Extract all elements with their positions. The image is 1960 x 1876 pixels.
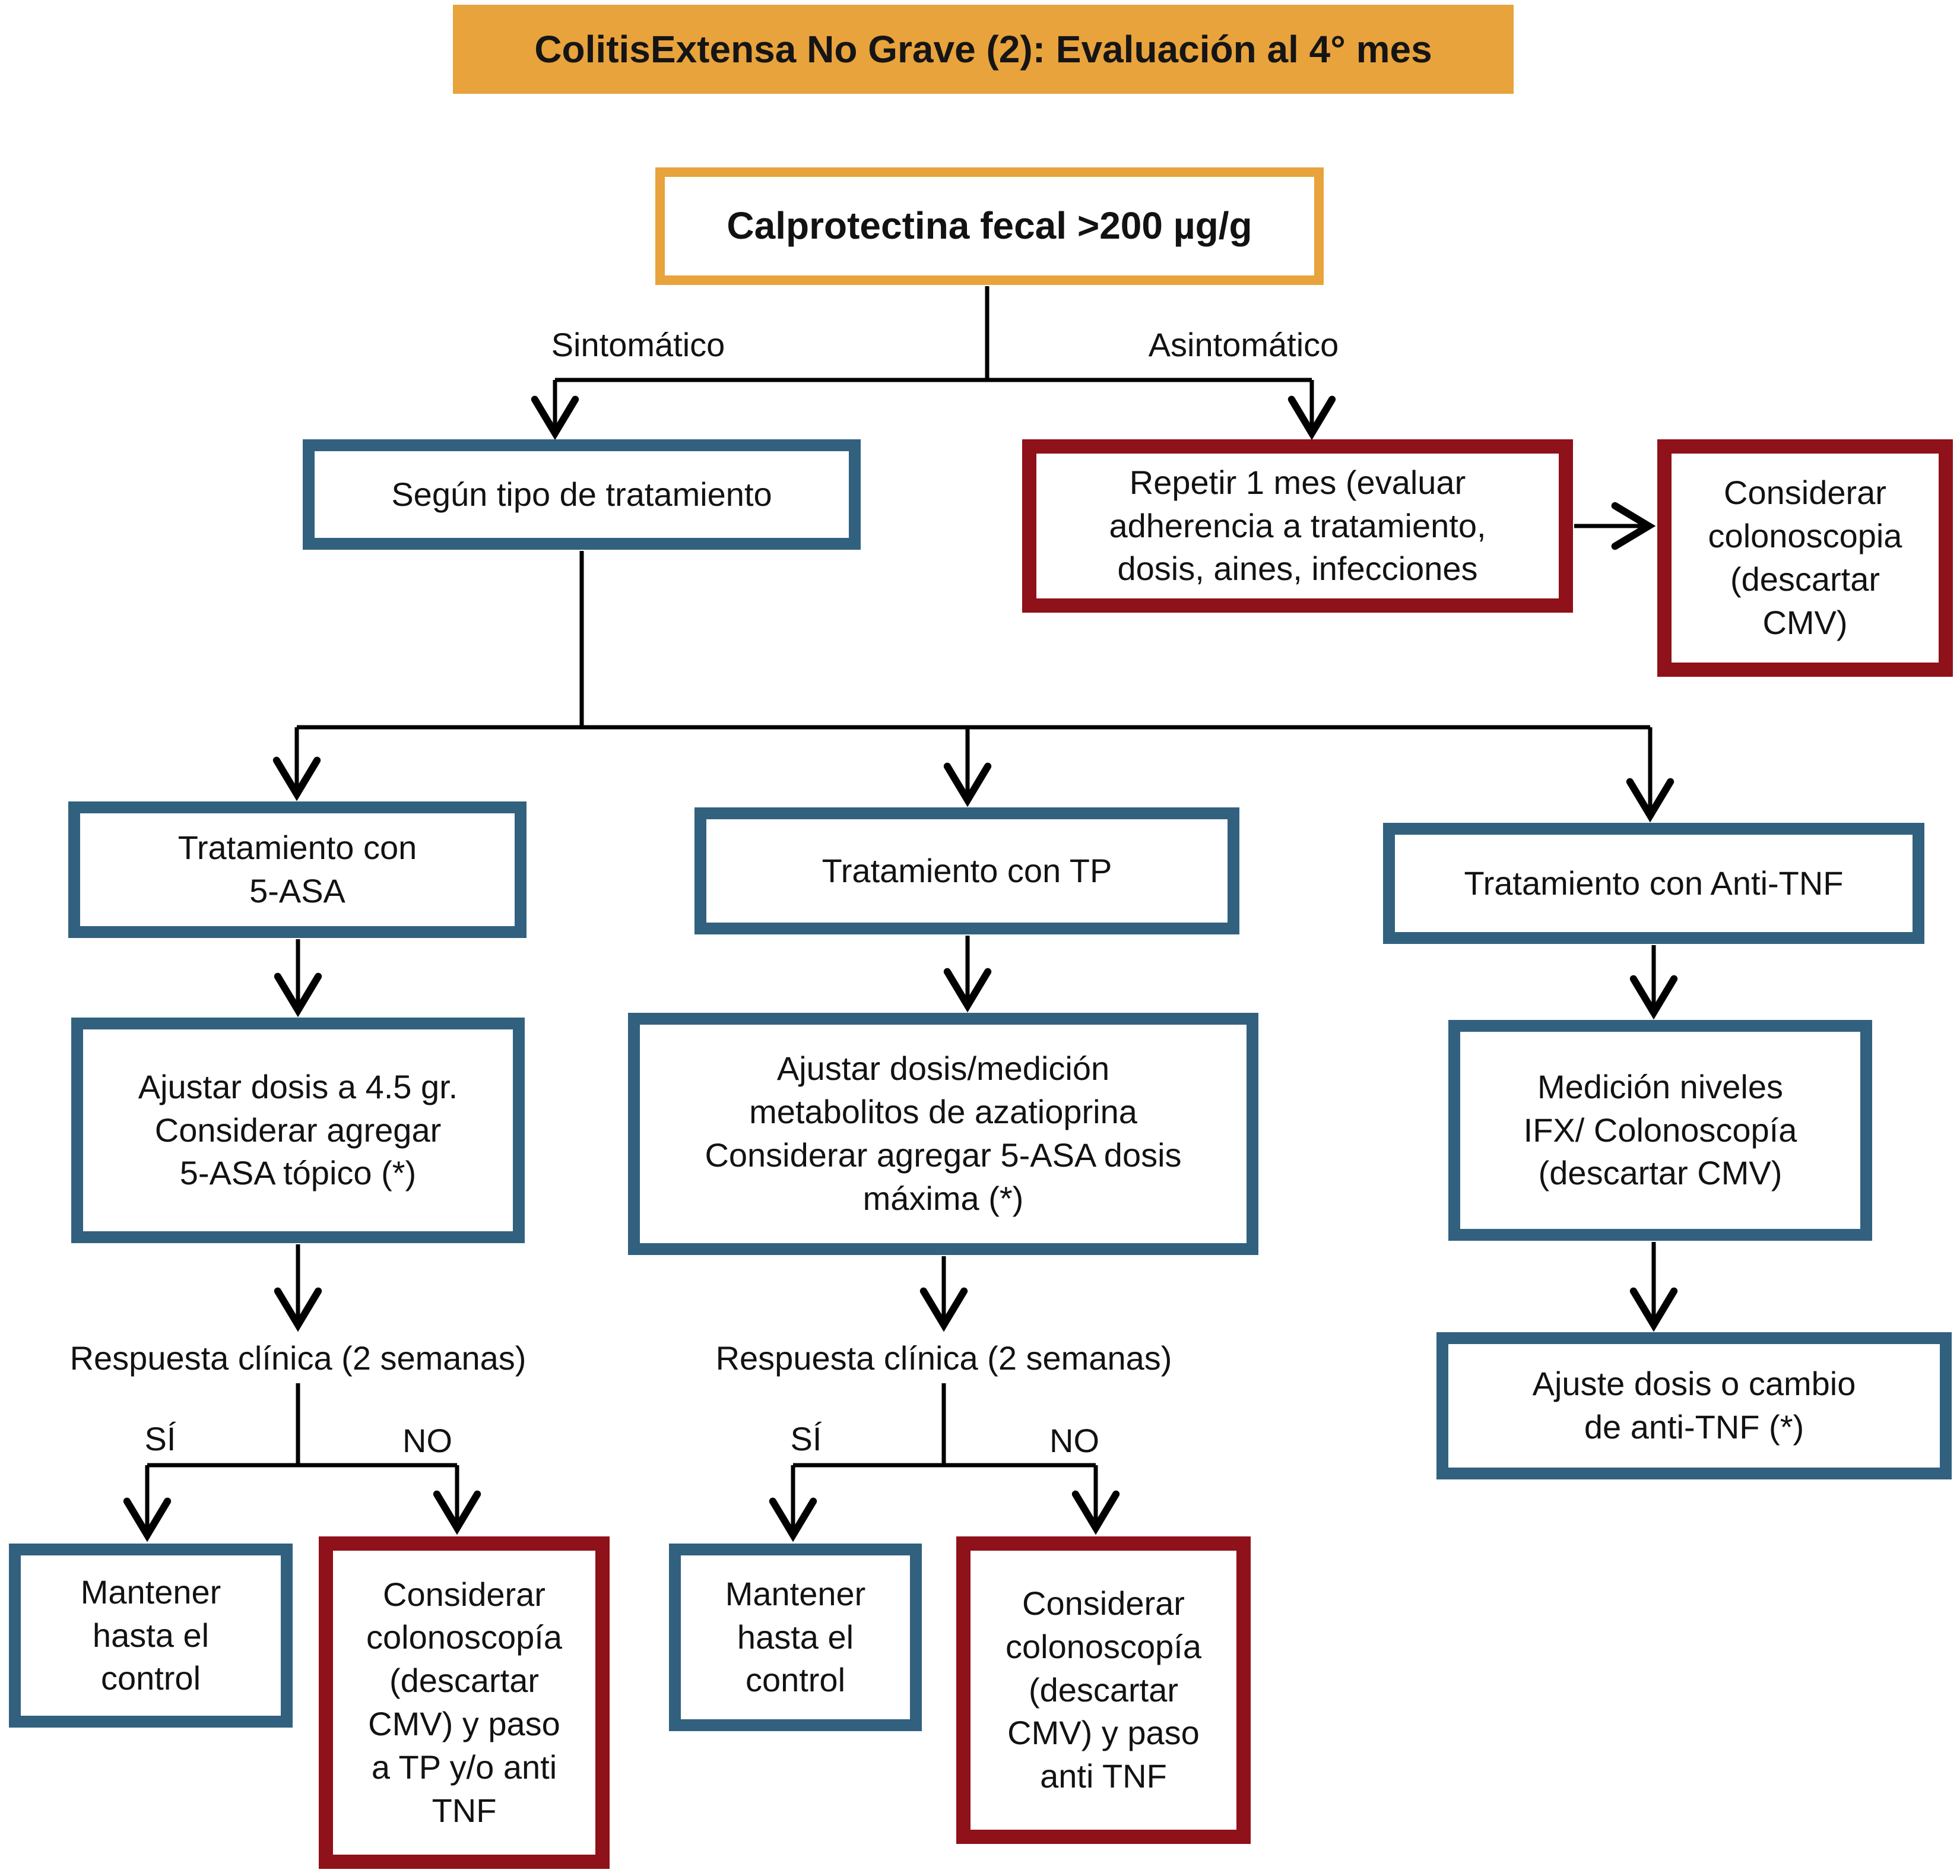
- node-calprotectina: Calprotectina fecal >200 µg/g: [655, 167, 1324, 285]
- page-title: ColitisExtensa No Grave (2): Evaluación …: [453, 5, 1514, 94]
- branch-label-sintomatico: Sintomático: [551, 325, 725, 363]
- label-si-5asa: SÍ: [144, 1419, 176, 1457]
- node-colonoscopia-paso-tp-antitnf: Considerar colonoscopía (descartar CMV) …: [319, 1536, 610, 1869]
- node-segun-tipo-tratamiento: Según tipo de tratamiento: [303, 439, 861, 550]
- label-si-tp: SÍ: [790, 1419, 822, 1457]
- branch-label-asintomatico: Asintomático: [1148, 325, 1339, 363]
- node-mantener-control-5asa: Mantener hasta el control: [9, 1544, 293, 1728]
- label-no-tp: NO: [1049, 1421, 1099, 1459]
- node-repetir-1-mes: Repetir 1 mes (evaluar adherencia a trat…: [1022, 439, 1573, 613]
- node-tratamiento-5asa: Tratamiento con 5-ASA: [68, 801, 527, 938]
- node-ajustar-dosis-tp: Ajustar dosis/medición metabolitos de az…: [628, 1013, 1258, 1255]
- node-colonoscopia-paso-antitnf: Considerar colonoscopía (descartar CMV) …: [956, 1536, 1251, 1844]
- node-ajustar-dosis-5asa: Ajustar dosis a 4.5 gr. Considerar agreg…: [71, 1018, 525, 1243]
- node-tratamiento-tp: Tratamiento con TP: [694, 807, 1239, 934]
- label-no-5asa: NO: [402, 1421, 452, 1459]
- question-respuesta-clinica-tp: Respuesta clínica (2 semanas): [715, 1339, 1172, 1377]
- node-ajuste-dosis-cambio-antitnf: Ajuste dosis o cambio de anti-TNF (*): [1436, 1332, 1952, 1479]
- node-considerar-colonoscopia-cmv: Considerar colonoscopia (descartar CMV): [1657, 439, 1953, 677]
- node-tratamiento-antitnf: Tratamiento con Anti-TNF: [1383, 823, 1924, 944]
- question-respuesta-clinica-5asa: Respuesta clínica (2 semanas): [69, 1339, 527, 1377]
- node-mantener-control-tp: Mantener hasta el control: [669, 1544, 922, 1731]
- node-medicion-niveles-ifx: Medición niveles IFX/ Colonoscopía (desc…: [1448, 1020, 1872, 1241]
